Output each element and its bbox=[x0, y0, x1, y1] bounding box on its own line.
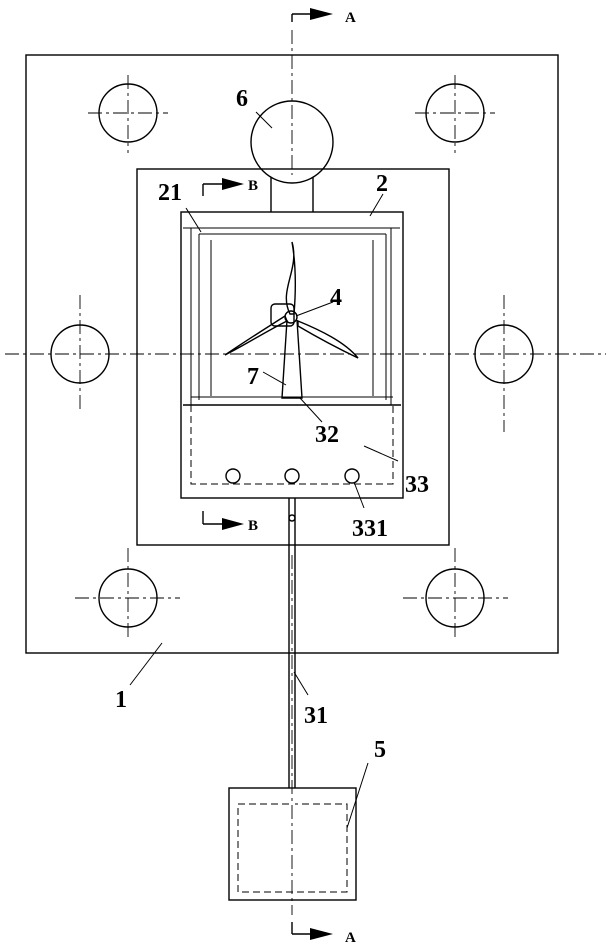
section-label-b-bottom: B bbox=[248, 518, 258, 534]
section-label-a-bottom: A bbox=[345, 930, 356, 946]
label-pipe: 31 bbox=[304, 703, 328, 729]
drain-hole bbox=[226, 469, 240, 483]
mounting-hole bbox=[403, 548, 508, 640]
drain-hole bbox=[345, 469, 359, 483]
section-marker-b-bottom: B bbox=[203, 511, 258, 534]
label-frame: 2 bbox=[376, 171, 388, 197]
callouts: 6 2 21 4 7 32 33 331 1 31 5 bbox=[115, 86, 429, 828]
tank-body bbox=[229, 788, 356, 900]
section-marker-a-top: A bbox=[292, 8, 356, 26]
center-lines bbox=[5, 30, 606, 915]
turbine-blade bbox=[286, 242, 295, 314]
section-marker-b-top: B bbox=[203, 178, 258, 196]
water-tray bbox=[191, 405, 393, 484]
label-tray: 33 bbox=[405, 472, 429, 498]
label-mast: 7 bbox=[247, 364, 259, 390]
label-fan: 6 bbox=[236, 86, 248, 112]
label-tank: 5 bbox=[374, 737, 386, 763]
label-holes: 331 bbox=[352, 516, 388, 542]
label-turbine: 4 bbox=[330, 285, 342, 311]
label-plate: 1 bbox=[115, 687, 127, 713]
turbine-blade bbox=[298, 321, 358, 358]
section-label-a-top: A bbox=[345, 10, 356, 26]
turbine-blade bbox=[225, 316, 287, 355]
section-marker-a-bottom: A bbox=[292, 922, 356, 946]
section-label-b-top: B bbox=[248, 178, 258, 194]
label-tray-top: 32 bbox=[315, 422, 339, 448]
label-frame-inner: 21 bbox=[158, 180, 182, 206]
mounting-hole bbox=[88, 75, 168, 153]
mounting-hole bbox=[475, 295, 533, 432]
water-tank bbox=[229, 788, 356, 900]
turbine-hub bbox=[285, 311, 297, 323]
mounting-hole bbox=[51, 295, 109, 410]
mounting-hole bbox=[75, 548, 180, 640]
inner-housing bbox=[137, 169, 449, 545]
frame-outer bbox=[181, 212, 403, 498]
mounting-hole bbox=[415, 75, 495, 153]
turbine-mast bbox=[282, 320, 302, 398]
test-frame bbox=[181, 212, 403, 498]
wind-turbine-model bbox=[225, 242, 358, 398]
drain-hole bbox=[285, 469, 299, 483]
